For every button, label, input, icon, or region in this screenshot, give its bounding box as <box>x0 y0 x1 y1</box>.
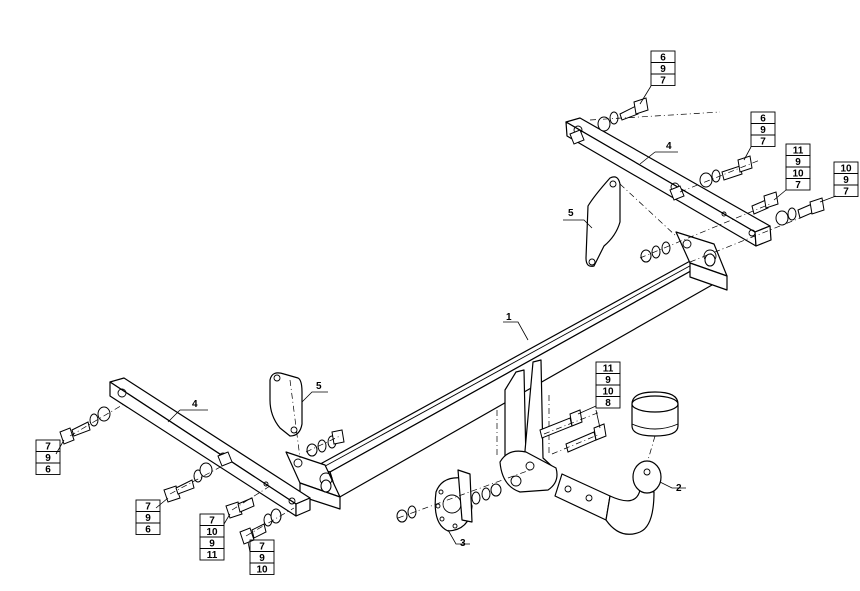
stack-cell-number: 11 <box>603 364 614 375</box>
spacer-plate-left <box>269 372 303 437</box>
stack-cell-number: 9 <box>843 175 849 186</box>
stack-cell-number: 6 <box>45 465 51 476</box>
side-bracket-left <box>109 377 311 517</box>
part-stack-s_top: 697 <box>650 50 676 87</box>
stack-cell-box <box>750 134 776 147</box>
stack-cell-number: 7 <box>843 187 849 198</box>
stack-cell-number: 10 <box>840 164 852 175</box>
stack-cell-number: 7 <box>259 542 265 553</box>
stack-cell-number: 7 <box>145 502 151 513</box>
stack-cell-number: 6 <box>760 114 766 125</box>
tow-ball-neck <box>554 460 662 535</box>
stack-cell-number: 7 <box>660 76 666 87</box>
callout-3: 3 <box>460 538 466 549</box>
side-bracket-right <box>565 117 772 247</box>
callout-5-lower: 5 <box>316 381 322 392</box>
stack-cell-number: 7 <box>760 137 766 148</box>
callout-1: 1 <box>506 312 512 323</box>
stack-cell-number: 11 <box>793 146 804 157</box>
stack-cell-number: 9 <box>605 375 611 386</box>
stack-cell-number: 10 <box>256 565 268 576</box>
ball-cover-cap <box>631 391 679 437</box>
callout-5-upper: 5 <box>568 208 574 219</box>
stack-cell-box <box>785 178 811 191</box>
stack-cell-number: 8 <box>605 398 611 409</box>
callout-4-lower: 4 <box>192 399 198 410</box>
stack-cell-box <box>249 562 275 575</box>
stack-cell-number: 10 <box>602 387 614 398</box>
callout-labels: 1 2 3 4 4 5 5 <box>192 141 682 549</box>
stack-cell-number: 10 <box>206 527 218 538</box>
stack-cell-box <box>650 73 676 86</box>
stack-cell-box <box>199 548 225 561</box>
stack-cell-number: 7 <box>45 442 51 453</box>
central-bracket <box>496 359 558 493</box>
stack-cell-box <box>35 462 61 475</box>
stack-cell-number: 9 <box>45 453 51 464</box>
part-stack-s_left_a: 796 <box>35 439 61 476</box>
callout-4-upper: 4 <box>666 141 672 152</box>
spacer-plate-right <box>585 176 621 267</box>
stack-cell-number: 9 <box>795 157 801 168</box>
stack-cell-number: 9 <box>145 513 151 524</box>
part-stack-s_upper_mid: 697 <box>750 111 776 148</box>
stack-cell-number: 7 <box>209 516 215 527</box>
stack-cell-number: 9 <box>259 553 265 564</box>
part-stack-s_left_b: 796 <box>135 499 161 536</box>
stack-cell-box <box>595 396 621 409</box>
stack-cell-number: 9 <box>760 125 766 136</box>
stack-cell-number: 6 <box>660 53 666 64</box>
stack-cell-number: 9 <box>209 539 215 550</box>
stack-cell-number: 6 <box>145 525 151 536</box>
assembly-axes <box>69 111 801 537</box>
fasteners <box>59 97 825 545</box>
stack-cell-number: 10 <box>792 169 804 180</box>
stack-cell-number: 11 <box>207 550 218 561</box>
stack-cell-box <box>833 184 859 197</box>
callout-2: 2 <box>676 483 682 494</box>
stack-cell-number: 9 <box>660 64 666 75</box>
socket-plate <box>434 469 473 532</box>
stack-cell-box <box>135 522 161 535</box>
stack-cell-number: 7 <box>795 180 801 191</box>
